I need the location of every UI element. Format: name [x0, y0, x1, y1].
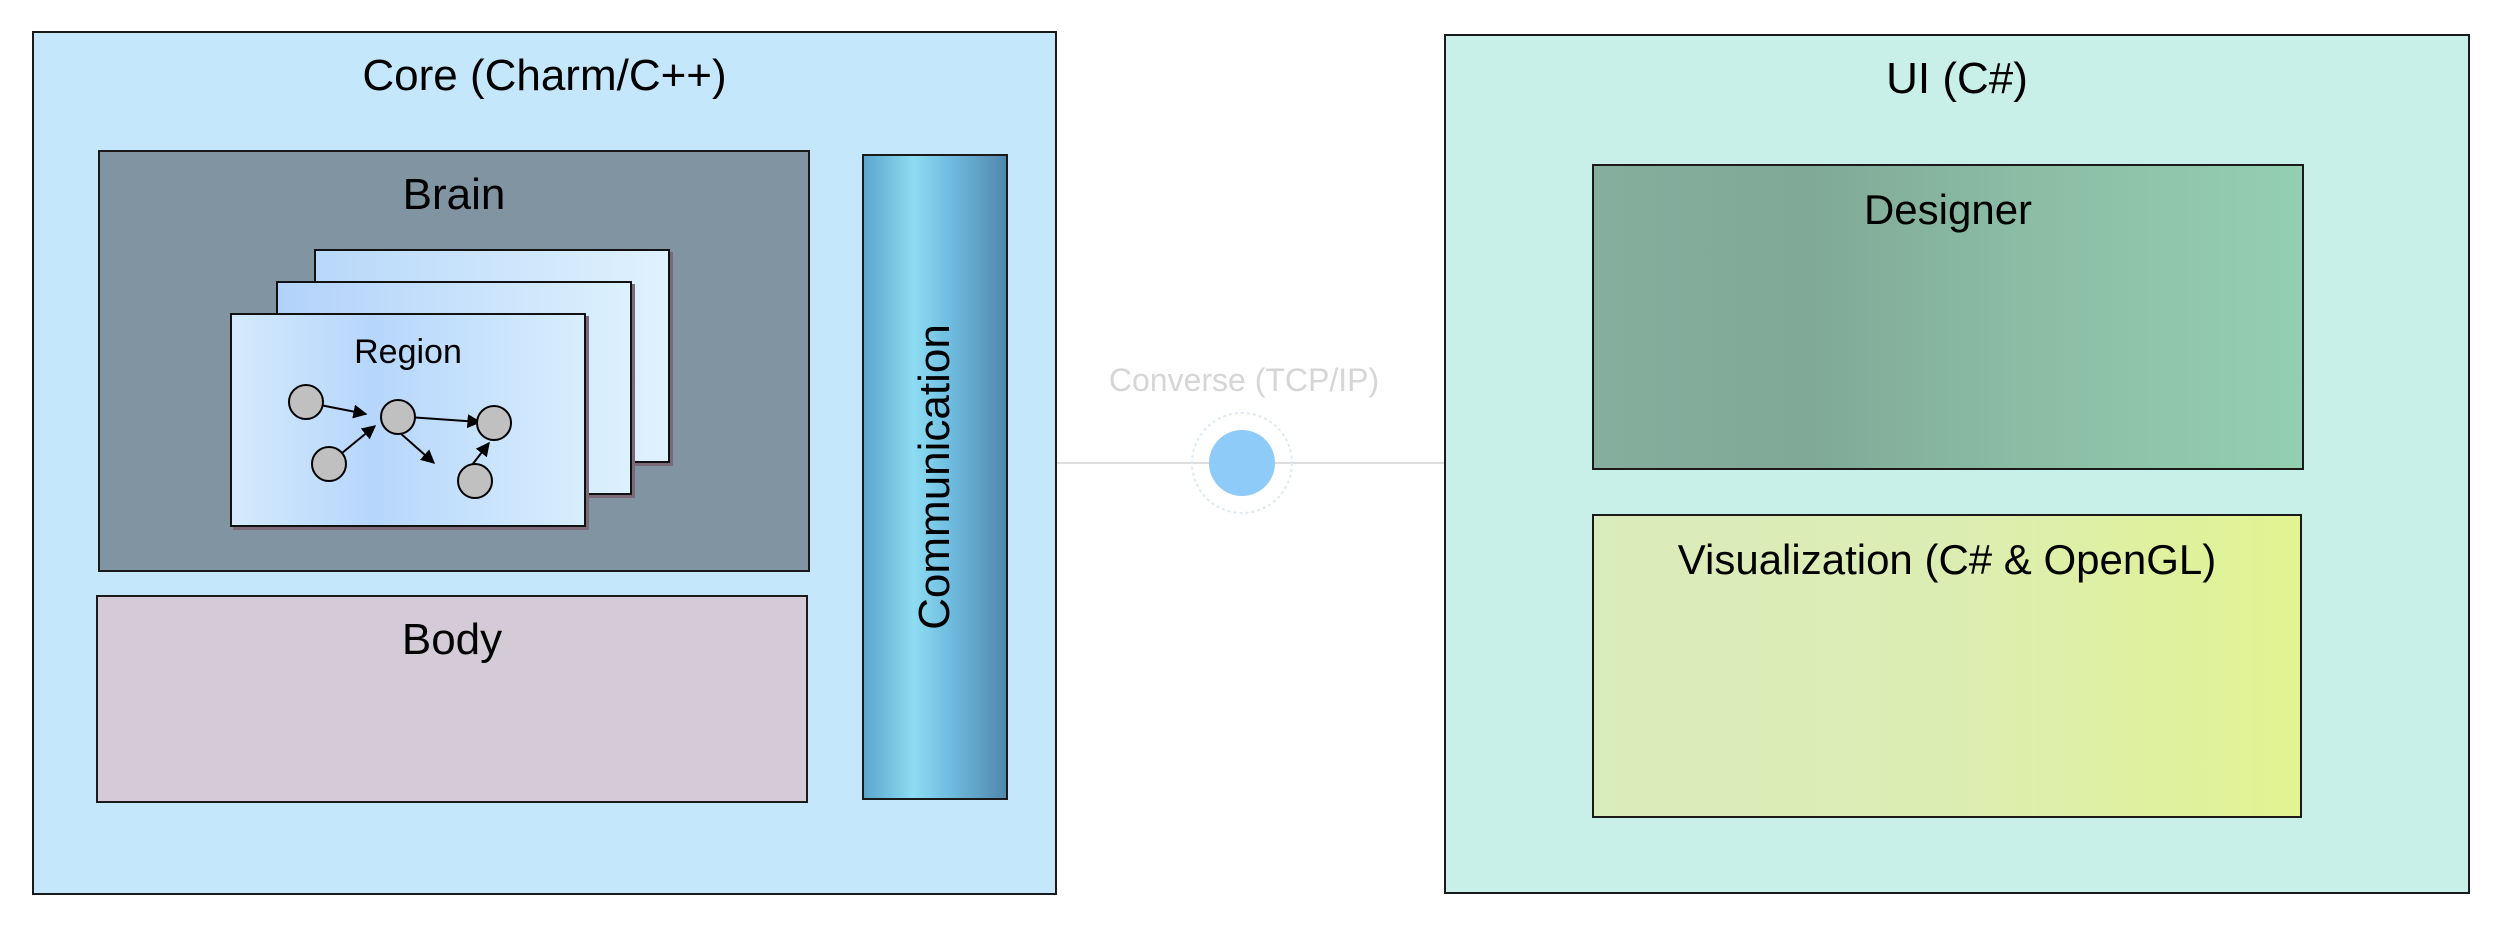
graph-edge [471, 441, 490, 466]
converse-node [1191, 412, 1293, 514]
region-graph [288, 384, 512, 499]
graph-node [457, 463, 493, 499]
communication-bar: Communication [862, 154, 1008, 800]
converse-label: Converse (TCP/IP) [1108, 362, 1380, 398]
brain-title: Brain [402, 170, 506, 219]
designer-title: Designer [1863, 186, 2033, 233]
region-card-front: Region [230, 313, 586, 527]
region-graph-edges [319, 404, 490, 466]
graph-node [380, 399, 416, 435]
graph-node [311, 446, 347, 482]
visualization-title: Visualization (C# & OpenGL) [1677, 536, 2217, 583]
graph-node [288, 384, 324, 420]
region-graph-nodes [288, 384, 512, 499]
visualization-box: Visualization (C# & OpenGL) [1592, 514, 2302, 818]
region-title: Region [354, 333, 462, 371]
core-title: Core (Charm/C++) [362, 51, 727, 100]
designer-box: Designer [1592, 164, 2304, 470]
ui-title: UI (C#) [1886, 54, 2028, 103]
graph-edge [398, 431, 436, 464]
body-title: Body [401, 615, 503, 664]
graph-node [476, 405, 512, 441]
graph-edge [319, 404, 368, 419]
graph-edge [341, 425, 377, 454]
body-container: Body [96, 595, 808, 803]
communication-label: Communication [910, 324, 959, 630]
graph-edge [407, 414, 482, 429]
